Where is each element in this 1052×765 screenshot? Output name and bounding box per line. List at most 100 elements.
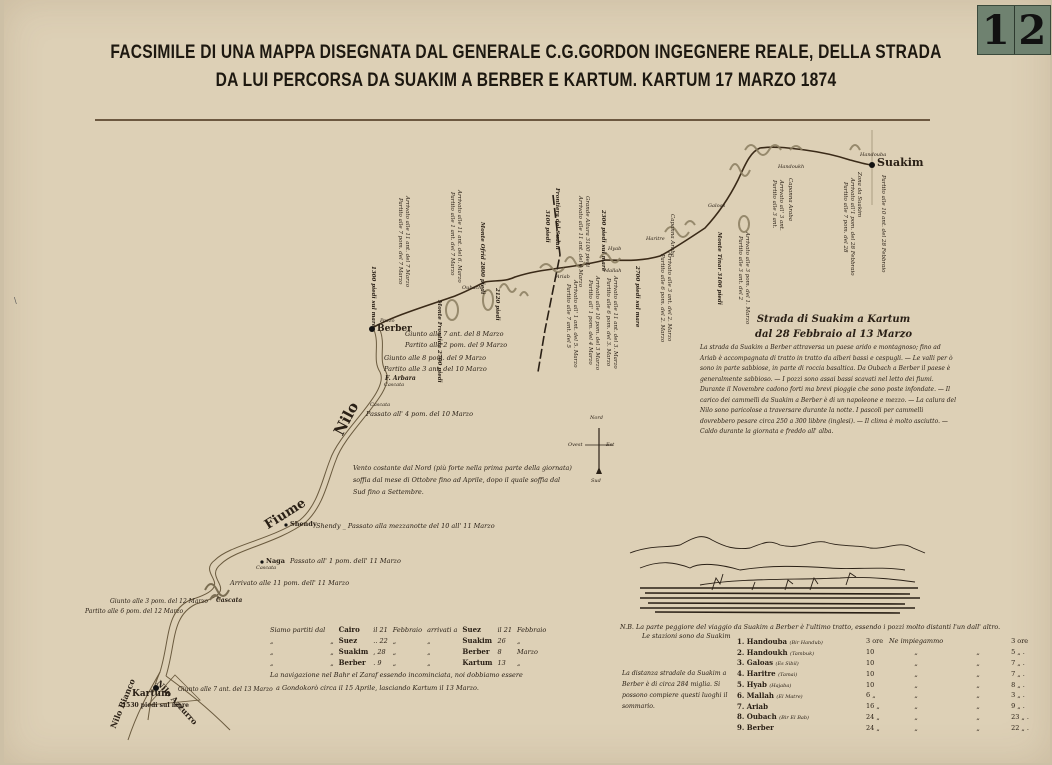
label-monte-tinar: Monte Tinar 3100 piedi <box>716 232 722 305</box>
note-handoubo-3: Partito alle 7 pom. del 28 <box>842 182 848 253</box>
itin-to: Suakim <box>462 636 493 645</box>
station-name: 1. Handouba (Bir Handub) <box>737 636 823 646</box>
station-distance: 24 „ <box>866 723 880 732</box>
place-cascata-3: Cascata <box>256 565 277 571</box>
note-cascata-partito: Partito alle 6 pom. del 12 Marzo <box>85 608 184 615</box>
itin-cell: Marzo <box>516 647 538 656</box>
note-haritre-2: Partito alle 6 pom. del 2. Marzo <box>659 254 665 343</box>
note-ariab-pass-2: Arrivato alle 11 ant. del 4 Marzo <box>577 196 583 287</box>
legend-paragraph: La strada da Suakim a Berber attraversa … <box>700 344 957 435</box>
station-distance: 10 <box>866 669 875 678</box>
station-hours: 22 „ . <box>1011 723 1029 732</box>
town-suakim: Suakim <box>877 156 924 169</box>
itin-cell: il 21 <box>373 625 388 634</box>
itinerary-table: Siamo partiti dal Cairo il 21 Febbraio a… <box>270 624 551 694</box>
station-col: „ <box>914 680 918 689</box>
station-hours: 7 „ . <box>1011 669 1025 678</box>
itin-cell: „ <box>330 647 334 656</box>
itinerary-row: „ „ Suez .. 22 „ „ Suakim 26 „ <box>270 635 551 646</box>
station-col: „ <box>976 712 980 721</box>
itin-to: Kartum <box>462 658 493 667</box>
compass-west-label: Ovest <box>568 442 583 448</box>
nb-note-line-1: N.B. La parte peggiore del viaggio da Su… <box>620 623 1001 631</box>
label-frontier: Frontiera del Sudan <box>554 188 560 250</box>
station-col: „ <box>976 723 980 732</box>
station-col: „ <box>914 712 918 721</box>
note-kartum: Giunto alle 7 ant. del 13 Marzo <box>178 686 273 693</box>
label-elev-2700: 2700 piedi sul mare <box>634 266 640 328</box>
station-name: 6. Mallah (El Matre) <box>737 690 803 700</box>
itin-cell: „ <box>516 658 521 667</box>
place-mallah: Mallah <box>604 268 622 274</box>
station-distance: 6 „ <box>866 691 876 700</box>
station-row: 7. Ariab 16 „„„9 „ . <box>737 701 1033 712</box>
compass-east-label: Est <box>606 442 615 448</box>
station-col <box>949 636 1011 647</box>
itinerary-row: „ „ Berber . 9 „ „ Kartum 13 „ <box>270 657 551 668</box>
itin-from: Suez <box>338 636 358 645</box>
station-distance: 24 „ <box>866 712 880 721</box>
blue-nile <box>165 675 231 731</box>
station-hours: 23 „ . <box>1011 712 1029 721</box>
note-mallah-2: Partito alle 6 pom. del 3. Marzo <box>605 278 611 367</box>
itin-cell: Siamo partiti dal <box>270 625 326 634</box>
station-col: „ <box>976 702 980 711</box>
town-shendy: Shendy <box>290 520 317 528</box>
itin-to: Berber <box>462 647 490 656</box>
itin-cell: „ <box>516 636 521 645</box>
station-hours: 3 ore <box>1011 637 1029 646</box>
note-haritre-1: Arrivato alle 3 ant. del 2. Marzo <box>666 252 672 342</box>
station-hours: 9 „ . <box>1011 702 1025 711</box>
station-name: 8. Oubach (Bir El Bab) <box>737 712 810 722</box>
station-col: „ <box>914 648 918 657</box>
sudan-frontier-line <box>537 194 561 373</box>
note-oubach2-1: Arrivato alle 11 ant. del 7 Marzo <box>404 196 410 287</box>
title-rule <box>95 119 930 121</box>
itinerary-note-2: a Gondokorò circa il 15 Aprile, lasciand… <box>276 684 479 692</box>
itin-cell: arrivati a <box>427 625 458 634</box>
plate-digit: 1 <box>981 6 1010 54</box>
compass-south-label: Sud <box>591 478 601 484</box>
station-name: 2. Handoukh (Tambuk) <box>737 647 815 657</box>
map-title-line-1: FACSIMILE DI UNA MAPPA DISEGNATA DAL GEN… <box>110 42 942 63</box>
itin-cell: „ <box>270 658 274 667</box>
note-mallah-1: Arrivato alle 11 ant. del 3. Marzo <box>612 276 618 369</box>
itin-cell: „ <box>270 647 274 656</box>
station-hours: 8 „ . <box>1011 680 1025 689</box>
label-monte-ofrid: Monte Ofrid 2800 piedi <box>479 222 485 295</box>
note-ariab-pass-1: Grande Altura 3100 piedi <box>584 196 590 268</box>
label-elev-3100: 3100 piedi <box>544 210 550 243</box>
itin-cell <box>330 624 338 635</box>
edge-mark: \ <box>14 296 17 305</box>
map-title-line-2: DA LUI PERCORSA DA SUAKIM A BERBER E KAR… <box>215 70 837 91</box>
note-oubach-2: Partito alle 1 ant. del 7 Marzo <box>449 192 455 276</box>
station-row: 8. Oubach (Bir El Bab) 24 „ „ „ 23 „ . <box>737 712 1033 723</box>
station-col: „ <box>976 680 980 689</box>
place-cascata-1: Cascata <box>384 382 405 388</box>
station-name: 9. Berber <box>737 723 774 733</box>
itin-cell: 26 <box>497 636 506 645</box>
itin-cell: 13 <box>497 658 506 667</box>
note-ariab-2: Partito alle 7 ant. del 5 <box>565 284 571 348</box>
nb-note: N.B. La parte peggiore del viaggio da Su… <box>620 623 1000 640</box>
note-berber-1: Giunto alle 7 ant. del 8 Marzo <box>405 330 504 338</box>
label-capanna-araba: Capanna Araba <box>669 214 675 258</box>
place-oubach: Oubach <box>462 285 482 291</box>
town-berber: Berber <box>377 324 412 334</box>
itin-cell: „ <box>330 658 334 667</box>
station-col: „ <box>914 691 918 700</box>
legend-heading: Strada di Suakim a Kartum dal 28 Febbrai… <box>755 312 912 342</box>
station-row: 6. Mallah (El Matre)6 „„„3 „ . <box>737 690 1033 701</box>
station-hours: 5 „ . <box>1011 648 1025 657</box>
station-row: 2. Handoukh (Tambuk)10„„5 „ . <box>737 647 1033 658</box>
town-naga: Naga <box>266 557 285 565</box>
note-oubach2-2: Partito alle 7 pom. del 7 Marzo <box>397 198 403 285</box>
itinerary-row: „ „ Suakim , 28 „ „ Berber 8 Marzo <box>270 646 551 657</box>
map-sheet <box>4 0 1050 763</box>
station-col: „ <box>976 648 980 657</box>
itin-cell: il 21 <box>497 625 512 634</box>
place-haritre: Haritre <box>646 236 665 242</box>
station-col: „ <box>976 691 980 700</box>
nile-river <box>147 329 382 721</box>
